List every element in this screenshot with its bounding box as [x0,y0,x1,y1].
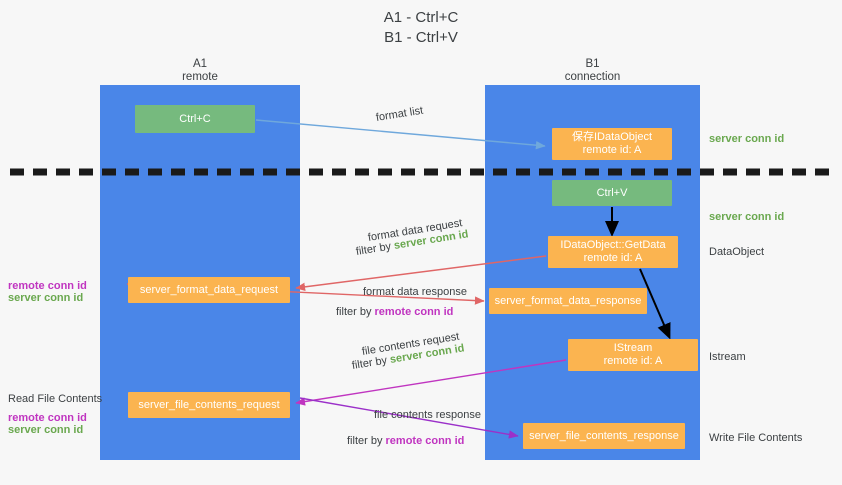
node-server-format-data-response[interactable]: server_format_data_response [489,288,647,314]
edge-label-file-contents-response: file contents response [374,409,482,421]
edge-file-contents-request [295,359,567,406]
filter-by-text-2: filter by [336,306,375,318]
lane-header-b1: B1 connection [485,58,700,84]
node-idataobject-line1: 保存IDataObject [571,131,653,143]
node-ctrl-c[interactable]: Ctrl+C [135,105,255,133]
node-istream-line1: IStream [613,342,653,354]
left-label-remote-conn-id-1: remote conn id [8,280,87,292]
remote-conn-id-text-1: remote conn id [374,306,454,318]
lane-b1-sub: connection [564,71,621,83]
edge-format-list [255,119,546,150]
left-label-read-file-contents: Read File Contents [8,393,103,405]
node-server-format-data-response-label: server_format_data_response [494,294,642,307]
lane-b1-name: B1 [585,58,600,70]
right-label-istream: Istream [709,351,746,363]
node-getdata[interactable]: IDataObject::GetData remote id: A [548,236,678,268]
edge-label-format-data-response-filter: filter by remote conn id [336,305,453,319]
right-label-write-file-contents: Write File Contents [709,432,803,444]
diagram-title: A1 - Ctrl+C B1 - Ctrl+V [383,9,459,46]
node-istream[interactable]: IStream remote id: A [568,339,698,371]
node-getdata-line2: remote id: A [583,252,643,264]
edge-format-data-request [295,255,547,292]
node-idataobject[interactable]: 保存IDataObject remote id: A [552,128,672,160]
node-server-file-contents-response[interactable]: server_file_contents_response [523,423,685,449]
node-server-file-contents-request-label: server_file_contents_request [138,398,280,411]
remote-conn-id-text-2: remote conn id [385,435,465,447]
filter-by-text-4: filter by [347,435,386,447]
node-server-file-contents-request[interactable]: server_file_contents_request [128,392,290,418]
edge-label-format-data-response: format data response [363,286,467,298]
left-label-remote-conn-id-2: remote conn id [8,412,87,424]
node-ctrl-v[interactable]: Ctrl+V [552,180,672,206]
node-istream-line2: remote id: A [603,355,663,367]
left-label-server-conn-id-1: server conn id [8,292,84,304]
node-ctrl-c-line1: Ctrl+C [179,112,211,125]
node-getdata-line1: IDataObject::GetData [560,239,666,251]
node-ctrl-v-line1: Ctrl+V [596,186,628,199]
lane-header-a1: A1 remote [100,58,300,84]
lane-a1-sub: remote [182,71,218,83]
edge-label-file-contents-response-filter: filter by remote conn id [347,434,464,448]
right-label-server-conn-id-2: server conn id [709,211,785,223]
edge-getdata-istream [639,268,671,340]
right-label-server-conn-id-1: server conn id [709,133,785,145]
edge-file-contents-response [299,397,519,439]
node-server-file-contents-response-label: server_file_contents_response [529,429,679,442]
node-server-format-data-request-label: server_format_data_request [139,283,279,296]
node-server-format-data-request[interactable]: server_format_data_request [128,277,290,303]
node-idataobject-line2: remote id: A [582,144,642,156]
left-label-server-conn-id-2: server conn id [8,424,84,436]
right-label-dataobject: DataObject [709,246,765,258]
lane-a1-name: A1 [192,58,208,70]
